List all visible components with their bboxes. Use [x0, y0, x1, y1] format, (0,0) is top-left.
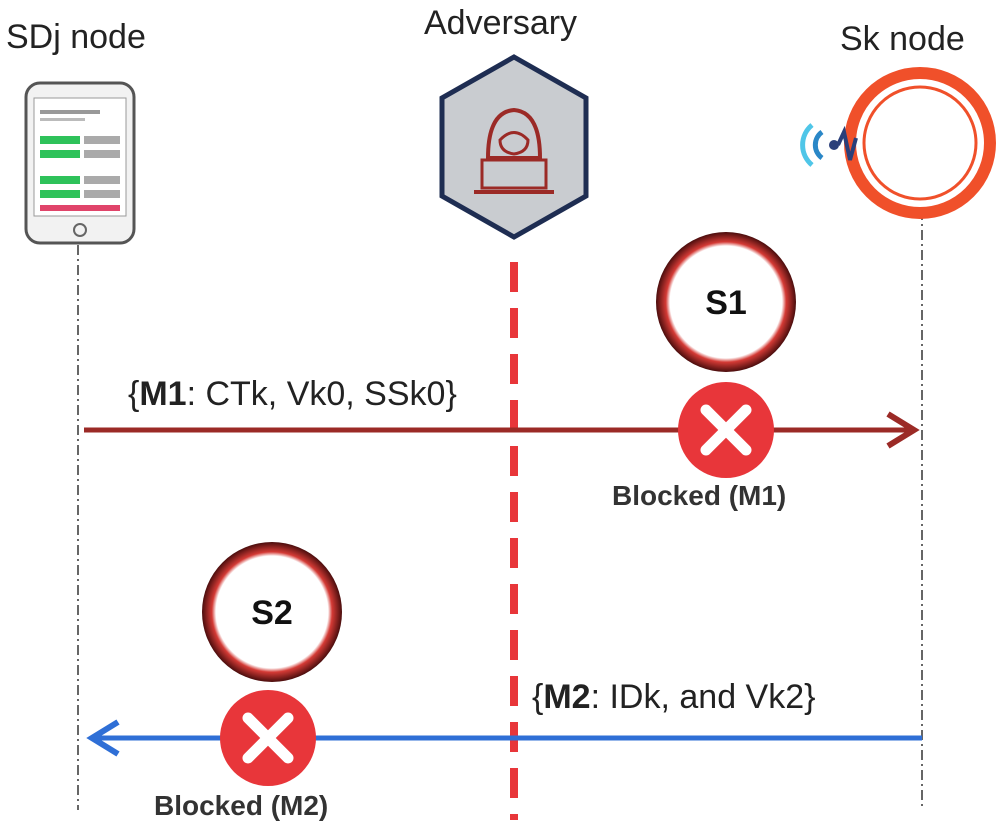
svg-text:S1: S1 [705, 284, 747, 322]
m2-arrow [86, 719, 922, 757]
m1-id: M1 [139, 375, 187, 413]
adversary-label: Adversary [424, 4, 578, 42]
m2-text: : IDk, and Vk2 [590, 678, 805, 716]
m2-label: {M2: IDk, and Vk2} [532, 678, 816, 716]
sk-node-label: Sk node [840, 20, 965, 58]
sdj-node-label: SDj node [6, 18, 146, 56]
blocked-x-icon [678, 382, 774, 478]
hacker-icon [439, 54, 589, 240]
s2-badge: S2 [202, 542, 342, 682]
svg-text:S2: S2 [251, 594, 293, 632]
smartphone-icon [24, 81, 136, 245]
m1-arrow [84, 411, 920, 449]
m1-label: {M1: CTk, Vk0, SSk0} [128, 375, 457, 413]
blocked-m2-label: Blocked (M2) [154, 790, 329, 821]
s1-badge: S1 [656, 232, 796, 372]
sensor-icon [800, 67, 996, 219]
m2-id: M2 [543, 678, 591, 716]
m1-text: : CTk, Vk0, SSk0 [186, 375, 446, 413]
blocked-x-icon [220, 690, 316, 786]
blocked-m1-label: Blocked (M1) [612, 480, 787, 511]
